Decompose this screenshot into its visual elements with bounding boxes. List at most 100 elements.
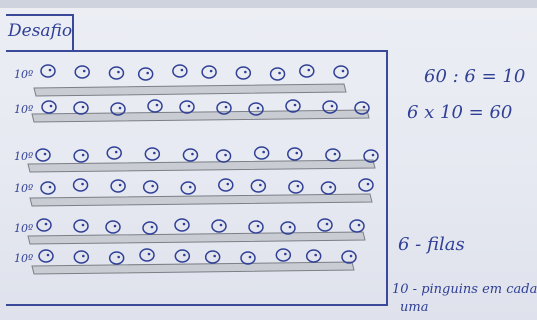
penguin (318, 219, 332, 231)
penguin (111, 180, 125, 192)
penguin-eye (334, 153, 337, 156)
penguin (175, 250, 189, 262)
penguin (74, 150, 88, 162)
penguin-eye (83, 70, 86, 73)
penguin (41, 65, 55, 77)
penguin-eye (289, 226, 292, 229)
penguin (41, 182, 55, 194)
penguin (307, 250, 321, 262)
penguin-eye (213, 255, 216, 258)
penguin (255, 147, 269, 159)
penguin-eye (50, 105, 53, 108)
division-note: 60 : 6 = 10 (424, 66, 525, 87)
penguin (334, 66, 348, 78)
penguin-eye (358, 224, 361, 227)
penguin-eye (81, 183, 84, 186)
penguin-eye (342, 70, 345, 73)
penguin-eye (326, 223, 329, 226)
penguin (107, 147, 121, 159)
penguin-eye (148, 253, 151, 256)
penguin-eye (183, 254, 186, 257)
penguin-eye (257, 107, 260, 110)
penguin (74, 220, 88, 232)
shelf-line (28, 232, 365, 244)
penguin-eye (278, 72, 281, 75)
penguin-eye (82, 224, 85, 227)
penguin (175, 219, 189, 231)
penguin-eye (49, 69, 52, 72)
penguin (140, 249, 154, 261)
row-label: 10º (14, 68, 33, 81)
penguin-eye (188, 105, 191, 108)
penguin-eye (372, 154, 375, 157)
penguin-eye (49, 186, 52, 189)
penguin-eye (329, 186, 332, 189)
penguin (180, 101, 194, 113)
penguin (202, 66, 216, 78)
penguin (42, 101, 56, 113)
penguin (300, 65, 314, 77)
penguin (74, 179, 88, 191)
penguin-eye (153, 152, 156, 155)
penguin-eye (294, 104, 297, 107)
row-label: 10º (14, 103, 33, 116)
penguin-eye (363, 106, 366, 109)
penguin (217, 150, 231, 162)
row-label: 10º (14, 252, 33, 265)
penguin-eye (314, 254, 317, 257)
penguin-eye (189, 186, 192, 189)
penguin-eye (82, 154, 85, 157)
row-label: 10º (14, 150, 33, 163)
penguin-eye (244, 71, 247, 74)
penguin-eye (367, 183, 370, 186)
row-label: 10º (14, 182, 33, 195)
penguin (359, 179, 373, 191)
penguin (281, 222, 295, 234)
multiplication-note: 6 x 10 = 60 (407, 102, 512, 123)
penguin-eye (82, 106, 85, 109)
penguin-eye (47, 254, 50, 257)
penguin-eye (181, 69, 184, 72)
penguin-eye (259, 184, 262, 187)
rows-note: 6 - filas (398, 234, 465, 255)
penguin (37, 219, 51, 231)
penguin (139, 68, 153, 80)
penguin (181, 182, 195, 194)
penguin-eye (44, 153, 47, 156)
penguin-eye (119, 184, 122, 187)
penguin-eye (82, 255, 85, 258)
penguin (342, 251, 356, 263)
penguin (249, 221, 263, 233)
penguin (74, 251, 88, 263)
penguin-eye (191, 153, 194, 156)
penguin-eye (226, 183, 229, 186)
penguin (271, 68, 285, 80)
penguin (236, 67, 250, 79)
shelf-line (34, 84, 346, 96)
penguin (110, 252, 124, 264)
shelf-line (30, 194, 372, 206)
penguin (212, 220, 226, 232)
penguin-eye (297, 185, 300, 188)
each-row-note: 10 - pinguins em cada (392, 282, 537, 297)
penguin (251, 180, 265, 192)
penguin (276, 249, 290, 261)
penguin-eye (220, 224, 223, 227)
penguin-eye (210, 70, 213, 73)
penguin (143, 222, 157, 234)
shelf-line (32, 110, 369, 122)
penguin (288, 148, 302, 160)
penguin (109, 67, 123, 79)
row-label: 10º (14, 222, 33, 235)
penguin (36, 149, 50, 161)
penguin-eye (350, 255, 353, 258)
penguin-eye (151, 185, 154, 188)
penguin (286, 100, 300, 112)
penguin (74, 102, 88, 114)
penguin (289, 181, 303, 193)
penguin (241, 252, 255, 264)
penguin-eye (151, 226, 154, 229)
penguin (106, 221, 120, 233)
